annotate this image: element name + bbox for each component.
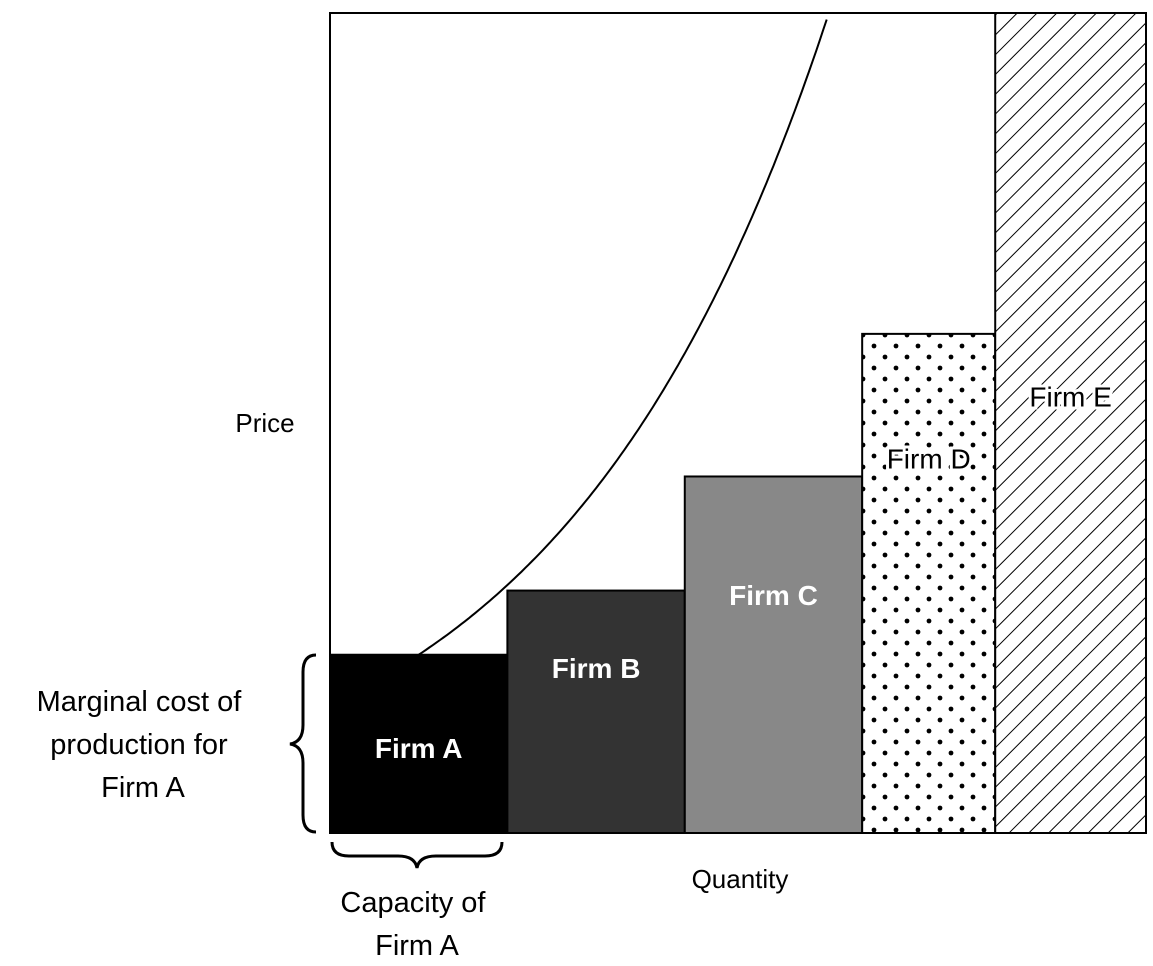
- marginal-cost-line-1: Marginal cost of: [37, 686, 243, 718]
- bar-firm-c: [683, 475, 864, 834]
- bar-labels-group: Firm A Firm B Firm C Firm D Firm E: [375, 379, 1115, 765]
- capacity-brace: [330, 841, 504, 869]
- bar-label-firm-a: Firm A: [375, 733, 463, 764]
- x-axis-label: Quantity: [692, 864, 789, 894]
- marginal-cost-brace: [289, 653, 317, 834]
- marginal-cost-annotation: Marginal cost of production for Firm A: [37, 686, 250, 804]
- bar-firm-d: [861, 332, 997, 834]
- bar-firm-b: [506, 589, 686, 835]
- marginal-cost-line-3: Firm A: [101, 772, 185, 804]
- bar-firm-e: [994, 12, 1148, 834]
- bar-firm-a: [329, 653, 509, 834]
- capacity-line-1: Capacity of: [340, 887, 486, 919]
- bar-label-firm-e: Firm E: [1029, 382, 1111, 413]
- plot-frame: [329, 12, 1147, 834]
- bar-label-firm-d: Firm D: [887, 444, 971, 475]
- y-axis-label: Price: [235, 408, 294, 438]
- bar-label-firm-b: Firm B: [552, 653, 641, 684]
- bar-label-firm-c: Firm C: [729, 580, 818, 611]
- marginal-cost-curve: [418, 19, 828, 656]
- marginal-cost-line-2: production for: [50, 729, 228, 761]
- bars-group: [329, 12, 1148, 835]
- capacity-annotation: Capacity of Firm A: [340, 887, 493, 962]
- capacity-line-2: Firm A: [375, 930, 459, 962]
